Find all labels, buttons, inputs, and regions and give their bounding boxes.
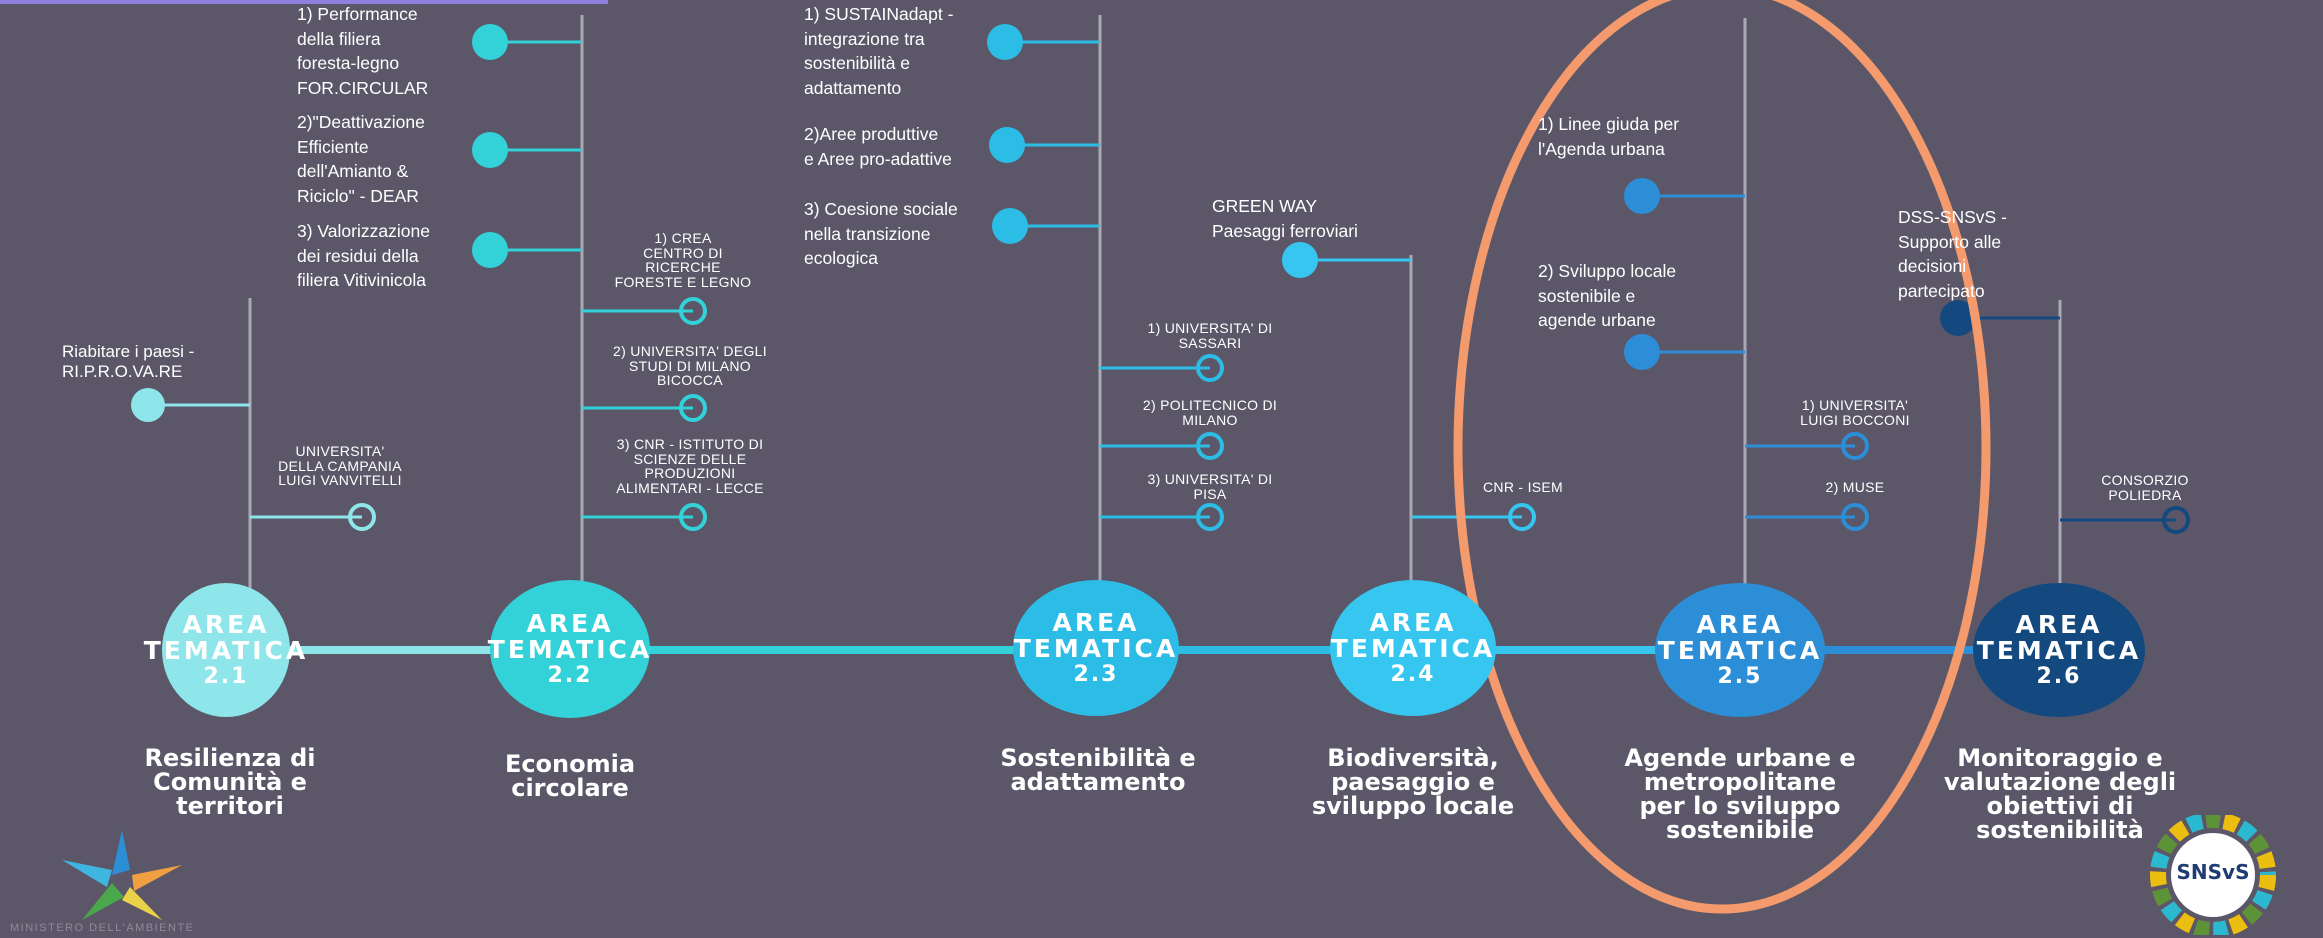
area-title-2-5: Agende urbane e metropolitane per lo svi… xyxy=(1624,744,1856,844)
institution-label-2-3-2: 2) POLITECNICO DI MILANO xyxy=(1142,397,1278,428)
project-dot xyxy=(472,232,508,268)
institution-label-2-3-3: 3) UNIVERSITA' DI PISA xyxy=(1147,471,1273,502)
institution-ring xyxy=(1196,503,1224,531)
institution-ring xyxy=(1196,432,1224,460)
area-circle-2-5: AREA TEMATICA 2.5 xyxy=(1655,583,1825,717)
institution-label-2-5-1: 1) UNIVERSITA' LUIGI BOCCONI xyxy=(1800,397,1910,428)
project-label-2-4-1: GREEN WAY Paesaggi ferroviari xyxy=(1212,196,1358,241)
project-label-2-3-3: 3) Coesione sociale nella transizione ec… xyxy=(804,199,958,268)
institution-ring xyxy=(679,503,707,531)
area-title-2-2: Economia circolare xyxy=(504,750,636,802)
sdg-badge-label: SNSvS xyxy=(2176,860,2250,884)
institution-label-2-1: UNIVERSITA' DELLA CAMPANIA LUIGI VANVITE… xyxy=(278,443,402,489)
project-label-2-3-1: 1) SUSTAINadapt - integrazione tra soste… xyxy=(804,4,954,98)
institution-ring xyxy=(348,503,376,531)
institution-ring xyxy=(1196,354,1224,382)
institution-label-2-3-1: 1) UNIVERSITA' DI SASSARI xyxy=(1147,320,1273,351)
institution-label-2-6-1: CONSORZIO POLIEDRA xyxy=(2101,472,2189,503)
project-dot xyxy=(1282,242,1318,278)
institution-ring xyxy=(1841,432,1869,460)
area-circle-2-2: AREA TEMATICA 2.2 xyxy=(488,580,650,718)
institution-ring xyxy=(1508,503,1536,531)
project-dot xyxy=(1624,334,1660,370)
project-dot xyxy=(1624,178,1660,214)
top-accent-bar xyxy=(0,0,608,4)
institution-label-2-4-1: CNR - ISEM xyxy=(1483,479,1563,495)
project-dot xyxy=(472,24,508,60)
sdg-wheel-icon xyxy=(2150,815,2276,935)
area-title-2-1: Resilienza di Comunità e territori xyxy=(144,744,316,820)
project-dot xyxy=(131,388,165,422)
project-dot xyxy=(987,24,1023,60)
project-dot xyxy=(1940,300,1976,336)
project-dot xyxy=(472,132,508,168)
project-label-2-3-2: 2)Aree produttive e Aree pro-adattive xyxy=(804,124,952,169)
ministry-caption: MINISTERO DELL'AMBIENTE xyxy=(10,922,195,934)
institution-label-2-2-2: 2) UNIVERSITA' DEGLI STUDI DI MILANO BIC… xyxy=(613,343,767,389)
area-title-2-3: Sostenibilità e adattamento xyxy=(1000,744,1196,796)
area-circle-2-1: AREA TEMATICA 2.1 xyxy=(144,583,305,717)
area-circle-2-6: AREA TEMATICA 2.6 xyxy=(1973,583,2145,717)
ministry-star-logo-icon xyxy=(62,830,182,920)
project-label-2-2-3: 3) Valorizzazione dei residui della fili… xyxy=(297,221,430,290)
institution-ring xyxy=(1841,503,1869,531)
project-label-2-5-1: 1) Linee giuda per l'Agenda urbana xyxy=(1538,114,1680,159)
project-label-2-6-1: DSS-SNSvS - Supporto alle decisioni part… xyxy=(1898,207,2007,301)
area-title-2-4: Biodiversità, paesaggio e sviluppo local… xyxy=(1311,744,1515,820)
area-circle-2-4: AREA TEMATICA 2.4 xyxy=(1330,580,1496,716)
area-title-2-6: Monitoraggio e valutazione degli obietti… xyxy=(1943,744,2177,844)
project-label-2-5-2: 2) Sviluppo locale sostenibile e agende … xyxy=(1538,261,1677,330)
project-dot xyxy=(992,208,1028,244)
institution-label-2-2-1: 1) CREA CENTRO DI RICERCHE FORESTE E LEG… xyxy=(614,230,752,291)
institution-ring xyxy=(679,394,707,422)
institution-ring xyxy=(679,297,707,325)
institution-ring xyxy=(2162,506,2190,534)
institution-label-2-2-3: 3) CNR - ISTITUTO DI SCIENZE DELLE PRODU… xyxy=(616,436,764,497)
project-label-2-2-2: 2)"Deattivazione Efficiente dell'Amianto… xyxy=(297,112,425,206)
project-dot xyxy=(989,127,1025,163)
project-label-2-2-1: 1) Performance della filiera foresta-leg… xyxy=(297,4,429,98)
project-label-2-1: Riabitare i paesi - RI.P.R.O.VA.RE xyxy=(62,342,195,381)
institution-label-2-5-2: 2) MUSE xyxy=(1825,479,1885,495)
area-circle-2-3: AREA TEMATICA 2.3 xyxy=(1013,580,1179,716)
highlight-ellipse xyxy=(1453,0,1991,914)
